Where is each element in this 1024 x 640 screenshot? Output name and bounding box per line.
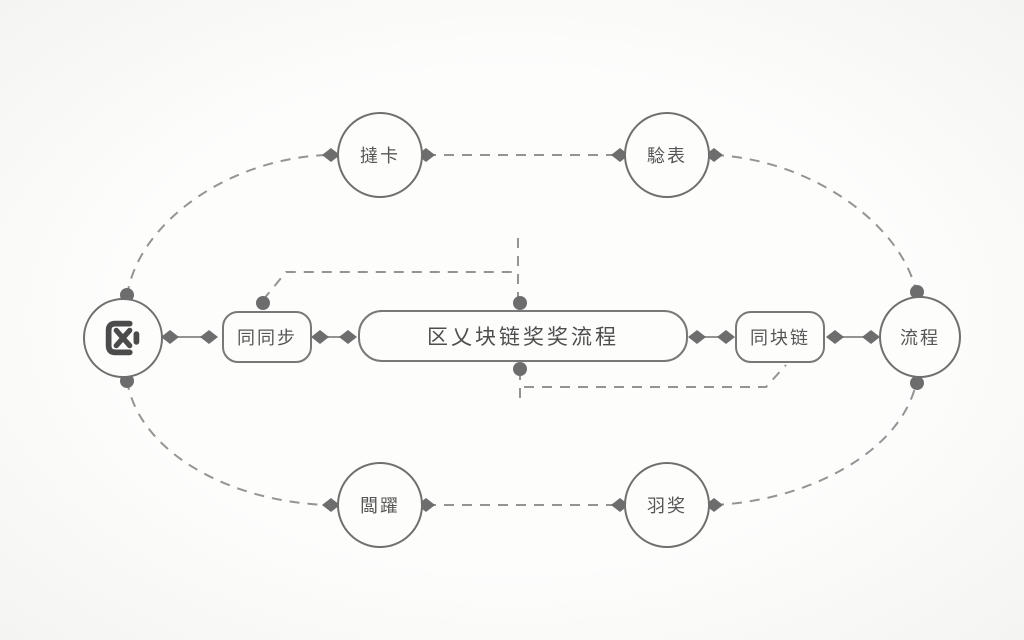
node-top-left: 撻卡 xyxy=(337,112,423,198)
node-box-left: 同同步 xyxy=(222,311,312,363)
node-top-right-label: 騐表 xyxy=(647,146,687,166)
edge-hubleft-bottomleft xyxy=(126,379,329,506)
node-box-right: 同块链 xyxy=(735,311,825,363)
node-bottom-right-label: 羽奖 xyxy=(647,496,687,516)
close-box-icon xyxy=(105,320,140,356)
node-bottom-left-label: 闆躍 xyxy=(360,496,400,516)
edge-hubleft-topleft xyxy=(126,154,329,297)
node-hub-right: 流程 xyxy=(879,296,961,378)
edge-bottomright-hubright xyxy=(713,383,917,506)
node-box-center-label: 区乂块链奖奖流程 xyxy=(427,326,619,349)
node-top-right: 騐表 xyxy=(624,112,710,198)
node-box-right-label: 同块链 xyxy=(750,328,810,348)
node-top-left-label: 撻卡 xyxy=(360,146,400,166)
node-box-center: 区乂块链奖奖流程 xyxy=(358,310,688,362)
node-hub-left xyxy=(83,298,163,378)
node-hub-right-label: 流程 xyxy=(900,328,940,348)
node-box-left-label: 同同步 xyxy=(237,328,297,348)
node-bottom-left: 闆躍 xyxy=(337,462,423,548)
edge-elbow-top xyxy=(262,271,518,301)
edge-elbow-bottom xyxy=(524,364,787,388)
node-bottom-right: 羽奖 xyxy=(624,462,710,548)
edge-topright-hubright xyxy=(713,154,917,292)
